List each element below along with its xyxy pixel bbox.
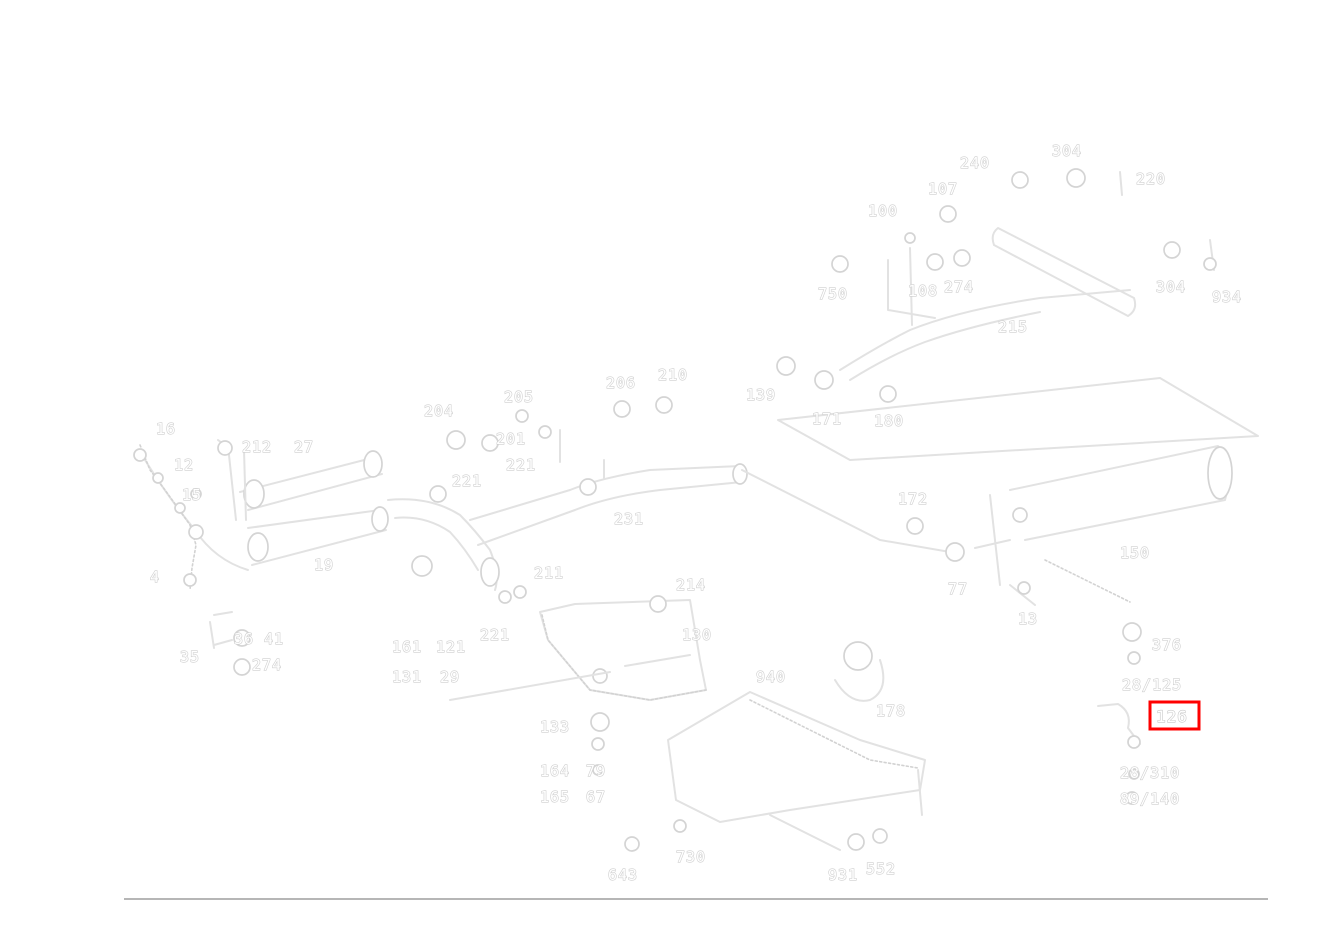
label-161: 161 (392, 638, 422, 656)
label-178: 178 (876, 702, 906, 720)
label-204: 204 (424, 402, 454, 420)
label-15: 15 (182, 486, 202, 504)
label-67: 67 (586, 788, 606, 806)
label-108: 108 (908, 282, 938, 300)
label-205: 205 (504, 388, 534, 406)
label-750: 750 (818, 285, 848, 303)
label-934: 934 (1212, 288, 1242, 306)
label-730: 730 (676, 848, 706, 866)
label-131: 131 (392, 668, 422, 686)
label-240: 240 (960, 154, 990, 172)
label-221-top: 221 (452, 472, 482, 490)
label-231: 231 (614, 510, 644, 528)
label-214: 214 (676, 576, 706, 594)
label-77: 77 (948, 580, 968, 598)
highlight-label[interactable]: 126 (1155, 706, 1188, 726)
label-29: 29 (440, 668, 460, 686)
label-79: 79 (586, 762, 606, 780)
label-274-top: 274 (944, 278, 974, 296)
label-215: 215 (998, 318, 1028, 336)
label-274-left: 274 (252, 656, 282, 674)
label-931: 931 (828, 866, 858, 884)
label-206: 206 (606, 374, 636, 392)
label-220: 220 (1136, 170, 1166, 188)
label-133: 133 (540, 718, 570, 736)
label-180: 180 (874, 412, 904, 430)
label-28-125: 28/125 (1122, 676, 1182, 694)
label-100: 100 (868, 202, 898, 220)
label-172: 172 (898, 490, 928, 508)
label-940: 940 (756, 668, 786, 686)
label-4: 4 (150, 568, 160, 586)
label-27: 27 (294, 438, 314, 456)
label-171: 171 (812, 410, 842, 428)
label-41: 41 (264, 630, 284, 648)
label-139: 139 (746, 386, 776, 404)
label-13: 13 (1018, 610, 1038, 628)
label-304b: 304 (1156, 278, 1186, 296)
label-552: 552 (866, 860, 896, 878)
heat-shield-plate (624, 641, 926, 852)
label-212: 212 (242, 438, 272, 456)
label-201: 201 (496, 430, 526, 448)
label-28-310: 28/310 (1120, 764, 1180, 782)
highlight-box (1148, 700, 1201, 731)
label-643: 643 (608, 866, 638, 884)
label-19: 19 (314, 556, 334, 574)
label-130: 130 (682, 626, 712, 644)
label-12: 12 (174, 456, 194, 474)
label-16: 16 (156, 420, 176, 438)
label-221-bottom: 221 (480, 626, 510, 644)
label-376: 376 (1152, 636, 1182, 654)
label-210: 210 (658, 366, 688, 384)
center-bracket (449, 595, 707, 776)
rear-muffler (741, 377, 1259, 606)
tailpipe-upper (776, 168, 1217, 403)
label-121: 121 (436, 638, 466, 656)
label-211: 211 (534, 564, 564, 582)
label-221-mid: 221 (506, 456, 536, 474)
middle-pipes (387, 396, 748, 604)
callout-labels: 240 304 220 107 100 750 108 274 304 934 … (149, 141, 1242, 884)
front-pipes (133, 439, 389, 676)
rear-hanger (1097, 622, 1142, 805)
label-35: 35 (180, 648, 200, 666)
label-150: 150 (1120, 544, 1150, 562)
highlighted-part[interactable]: 126 (1148, 700, 1201, 731)
label-304: 304 (1052, 142, 1082, 160)
label-36: 36 (234, 630, 254, 648)
label-107: 107 (928, 180, 958, 198)
label-165: 165 (540, 788, 570, 806)
label-164: 164 (540, 762, 570, 780)
label-89-140: 89/140 (1120, 790, 1180, 808)
